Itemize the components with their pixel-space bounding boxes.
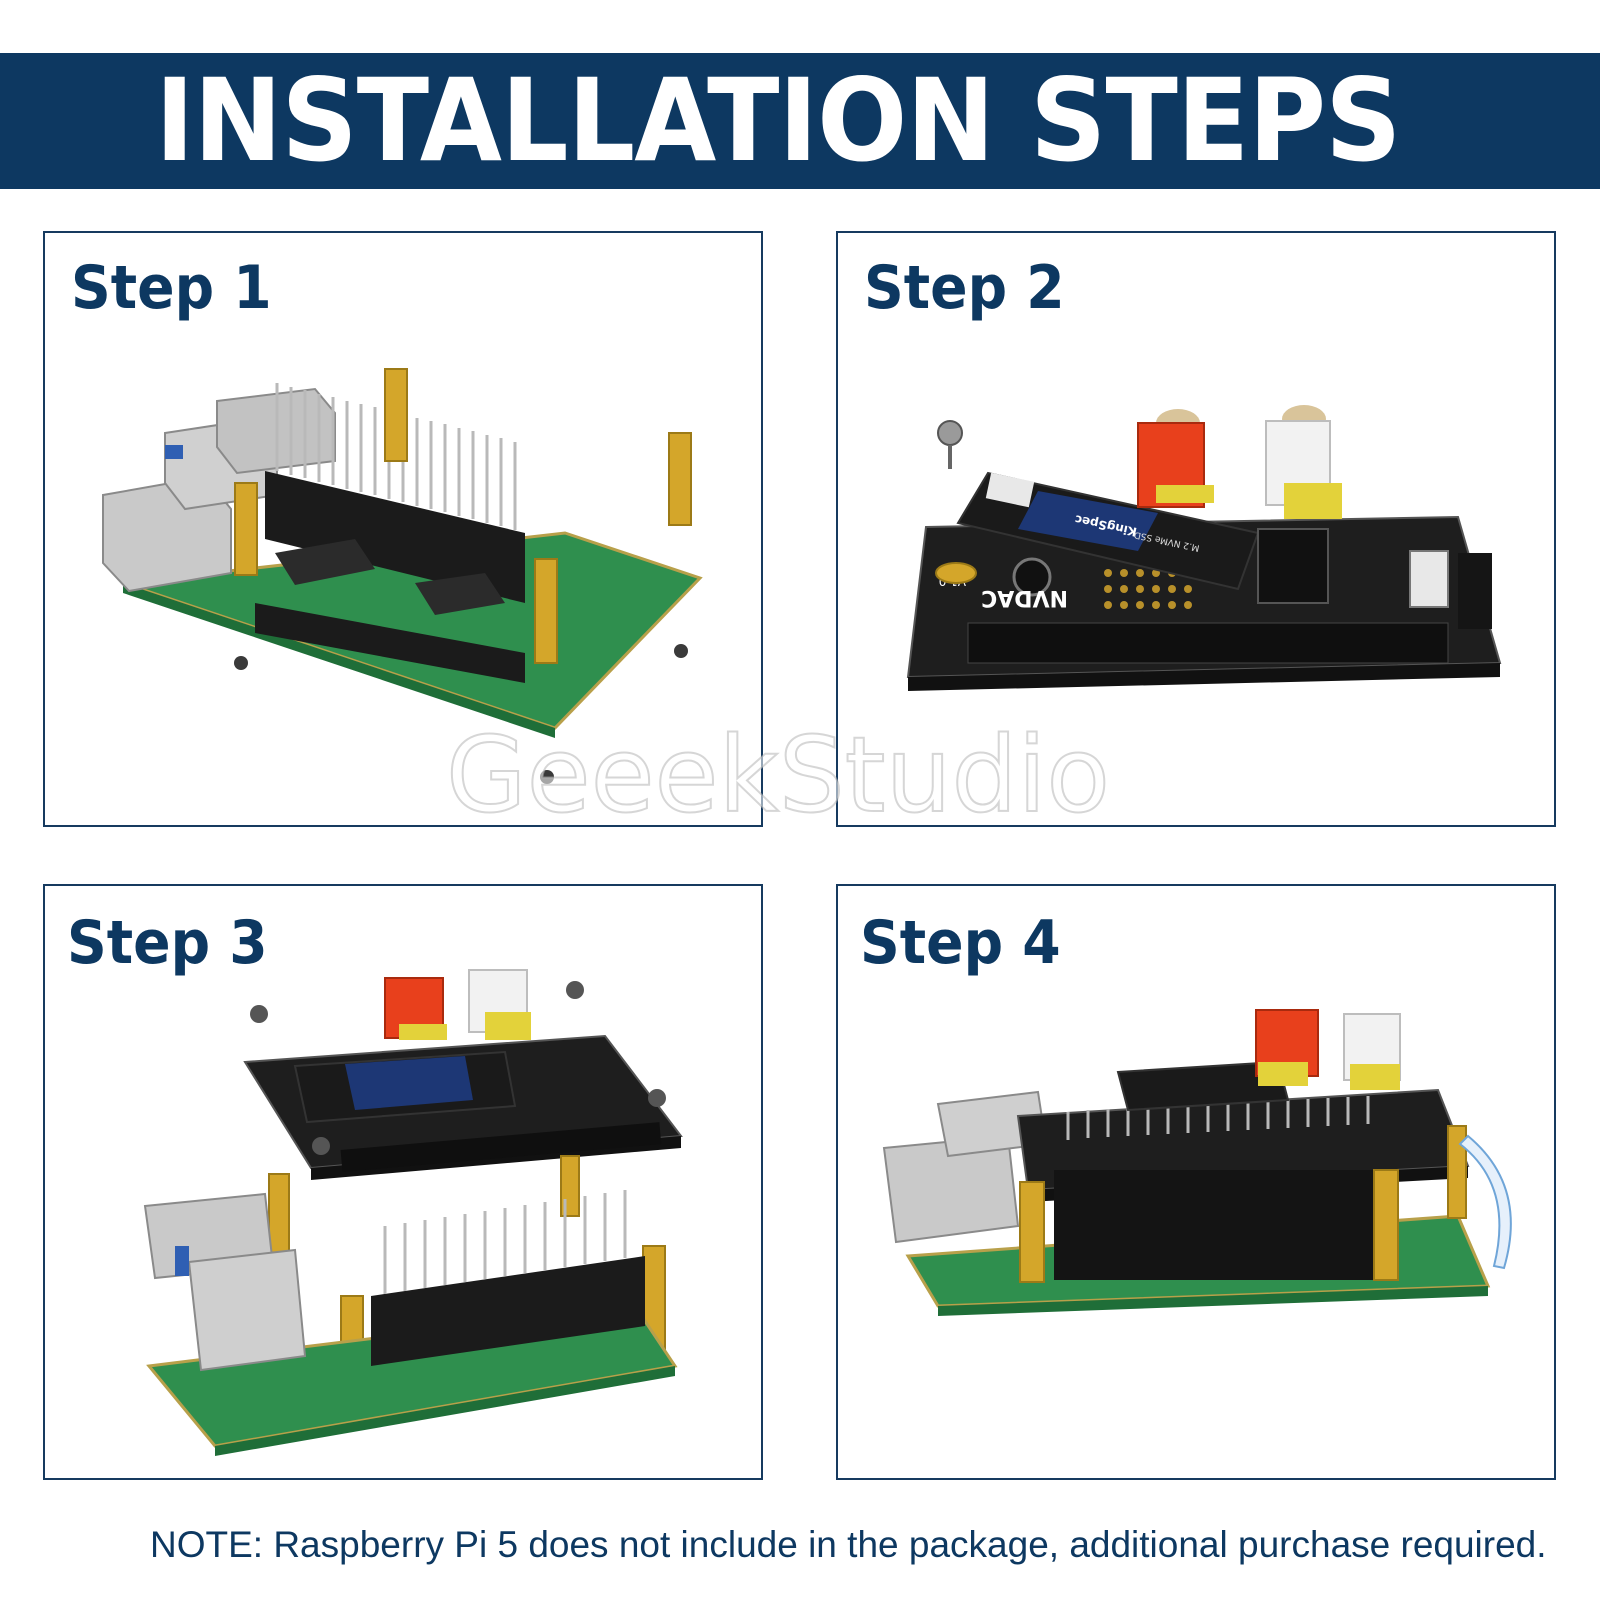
stacking-illustration [143,969,683,1456]
step-2-panel: Step 2 NVDAC V1.0 KingSpec M.2 NVMe SSD [836,231,1556,827]
step-3-label: Step 3 [67,908,268,978]
package-note: NOTE: Raspberry Pi 5 does not include in… [150,1524,1547,1565]
step-3-panel: Step 3 [43,884,763,1480]
raspberry-pi-board-illustration [102,368,703,784]
step-4-panel: Step 4 [836,884,1556,1480]
board-print: NVDAC [981,585,1068,610]
watermark: GeeekStudio [445,714,1111,836]
nvdac-board-illustration: NVDAC V1.0 KingSpec M.2 NVMe SSD [906,405,1502,691]
step-4-label: Step 4 [860,908,1061,978]
page-title: INSTALLATION STEPS [155,54,1401,187]
step-1-label: Step 1 [71,253,272,323]
assembled-stack-illustration [882,1009,1512,1316]
step-2-label: Step 2 [864,253,1065,323]
header-banner: INSTALLATION STEPS [0,53,1600,189]
step-1-panel: Step 1 [43,231,763,827]
